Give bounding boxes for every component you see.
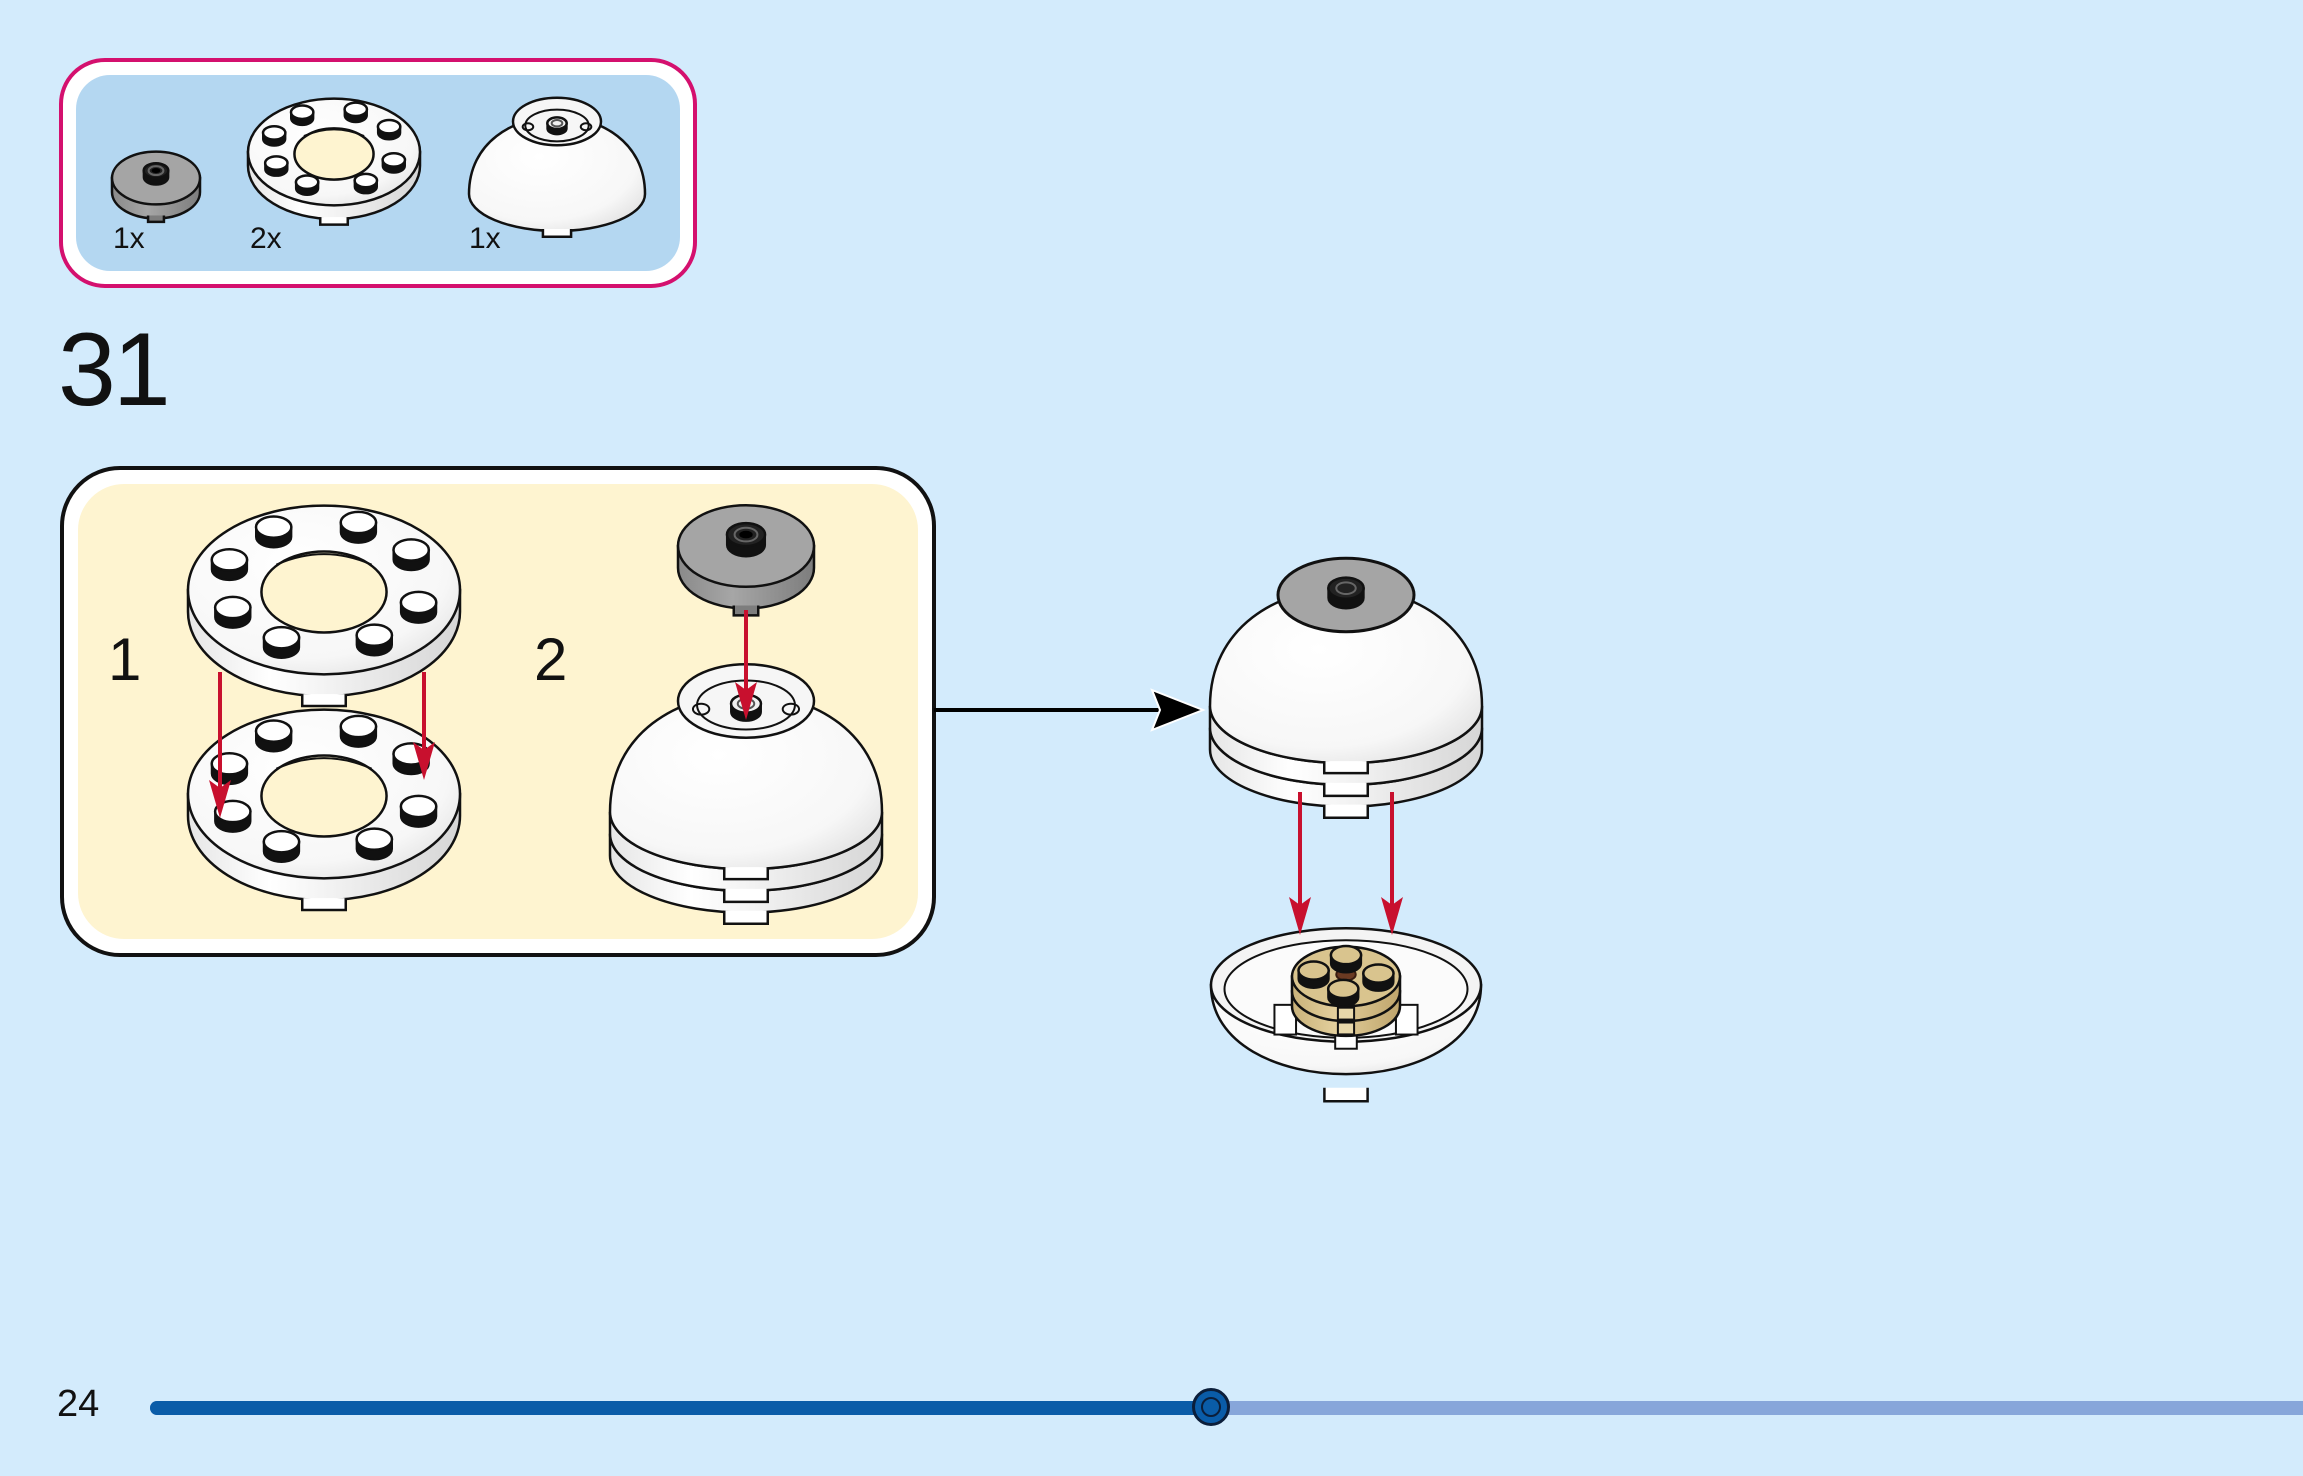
stud xyxy=(355,827,394,852)
main-dome-assembly xyxy=(1208,556,1484,819)
stud xyxy=(381,151,407,168)
stud xyxy=(262,829,301,854)
arrowhead-icon xyxy=(1150,688,1206,732)
stud xyxy=(1326,978,1360,1000)
stud xyxy=(210,547,249,572)
part-qty-round-tile: 1x xyxy=(113,222,145,255)
part-image-round-tile xyxy=(110,150,202,224)
stud xyxy=(343,101,369,118)
plate-center-hole xyxy=(260,754,388,838)
stud xyxy=(261,124,287,141)
page-number: 24 xyxy=(57,1383,100,1425)
stud xyxy=(262,625,301,650)
stud xyxy=(213,799,252,824)
stud xyxy=(376,118,402,135)
stud xyxy=(729,693,763,714)
stud xyxy=(213,595,252,620)
stud xyxy=(353,172,379,189)
progress-fill xyxy=(150,1401,1212,1415)
main-bowl-with-tan-base xyxy=(1209,927,1483,1103)
step-number: 31 xyxy=(58,312,171,428)
tan-round-plates xyxy=(1290,944,1402,1038)
sub-step-1-label: 1 xyxy=(108,626,142,693)
callout-arrow xyxy=(934,688,1206,732)
stud xyxy=(1362,963,1395,984)
stud xyxy=(392,742,431,766)
stud xyxy=(254,515,293,539)
main-arrow-left xyxy=(1289,792,1311,935)
stud xyxy=(254,719,293,743)
stud xyxy=(1327,576,1365,601)
stud xyxy=(1329,944,1363,966)
stud xyxy=(210,751,249,776)
part-image-round-plate xyxy=(246,97,422,226)
stud xyxy=(289,104,315,121)
plate-center-hole xyxy=(260,550,388,634)
sub-step-2-grey-tile xyxy=(676,503,816,617)
stud xyxy=(263,155,289,172)
stud xyxy=(339,510,378,535)
sub-step-1-top-plate xyxy=(186,504,462,708)
progress-knob[interactable] xyxy=(1192,1388,1231,1426)
stud xyxy=(546,116,568,131)
part-qty-dome: 1x xyxy=(469,222,501,255)
stud xyxy=(294,174,320,191)
stud xyxy=(399,590,438,615)
stud xyxy=(339,714,378,739)
stud xyxy=(392,538,431,562)
sub-step-2-label: 2 xyxy=(534,626,568,693)
main-arrow-right xyxy=(1381,792,1403,935)
plate-center-hole xyxy=(293,127,375,181)
stud xyxy=(355,623,394,648)
sub-step-1-bottom-plate xyxy=(186,708,462,912)
stud xyxy=(1297,960,1330,981)
part-image-dome xyxy=(467,96,647,238)
part-qty-round-plate: 2x xyxy=(250,222,282,255)
stud xyxy=(399,794,438,819)
